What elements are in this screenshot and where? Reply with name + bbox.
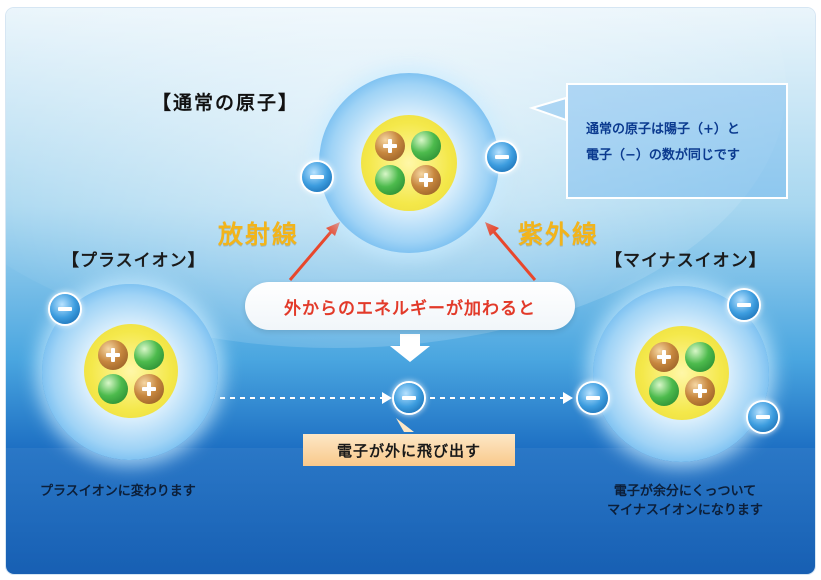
arrow-ultraviolet-line (487, 225, 537, 281)
electron (487, 142, 517, 172)
minus-ion-caption-line-2: マイナスイオンになります (607, 503, 763, 518)
free-electron (394, 383, 424, 413)
ultraviolet-label: 紫外線 (518, 220, 600, 249)
neutron (98, 374, 128, 404)
proton (685, 376, 715, 406)
electron (50, 294, 80, 324)
info-line-1: 通常の原子は陽子（+）と (586, 122, 740, 137)
plus-ion-title: 【プラスイオン】 (62, 251, 206, 271)
proton (375, 131, 405, 161)
energy-bubble: 外からのエネルギーが加わると (245, 282, 575, 330)
plus-ion-caption: プラスイオンに変わります (40, 484, 196, 499)
electron (302, 162, 332, 192)
neutron (411, 131, 441, 161)
lower-band (6, 448, 815, 574)
orange-label-tail (396, 418, 414, 432)
minus-ion-title: 【マイナスイオン】 (605, 251, 767, 271)
normal-atom (319, 73, 499, 253)
normal-atom-nucleus (361, 115, 457, 211)
neutron (685, 342, 715, 372)
down-arrow (390, 334, 430, 362)
info-box: 通常の原子は陽子（+）と 電子（−）の数が同じです (566, 83, 788, 199)
plus-ion-nucleus (84, 324, 178, 418)
dash-right-head (563, 392, 573, 404)
neutron (375, 165, 405, 195)
proton (411, 165, 441, 195)
minus-ion-nucleus (635, 326, 729, 420)
arrow-ultraviolet-head (485, 222, 499, 236)
proton (98, 340, 128, 370)
proton (649, 342, 679, 372)
electron (578, 383, 608, 413)
info-box-tail (528, 96, 567, 122)
electron (748, 402, 778, 432)
arrow-radiation-head (326, 222, 340, 236)
neutron (649, 376, 679, 406)
proton (134, 374, 164, 404)
neutron (134, 340, 164, 370)
minus-ion-caption: 電子が余分にくっついて マイナスイオンになります (580, 482, 790, 520)
arrow-radiation-line (288, 225, 338, 281)
dash-left-head (382, 392, 392, 404)
electron-out-label: 電子が外に飛び出す (303, 434, 515, 466)
minus-ion-caption-line-1: 電子が余分にくっついて (613, 484, 757, 499)
info-line-2: 電子（−）の数が同じです (586, 148, 740, 163)
electron (729, 290, 759, 320)
normal-atom-title: 【通常の原子】 (152, 92, 300, 114)
radiation-label: 放射線 (218, 220, 300, 249)
